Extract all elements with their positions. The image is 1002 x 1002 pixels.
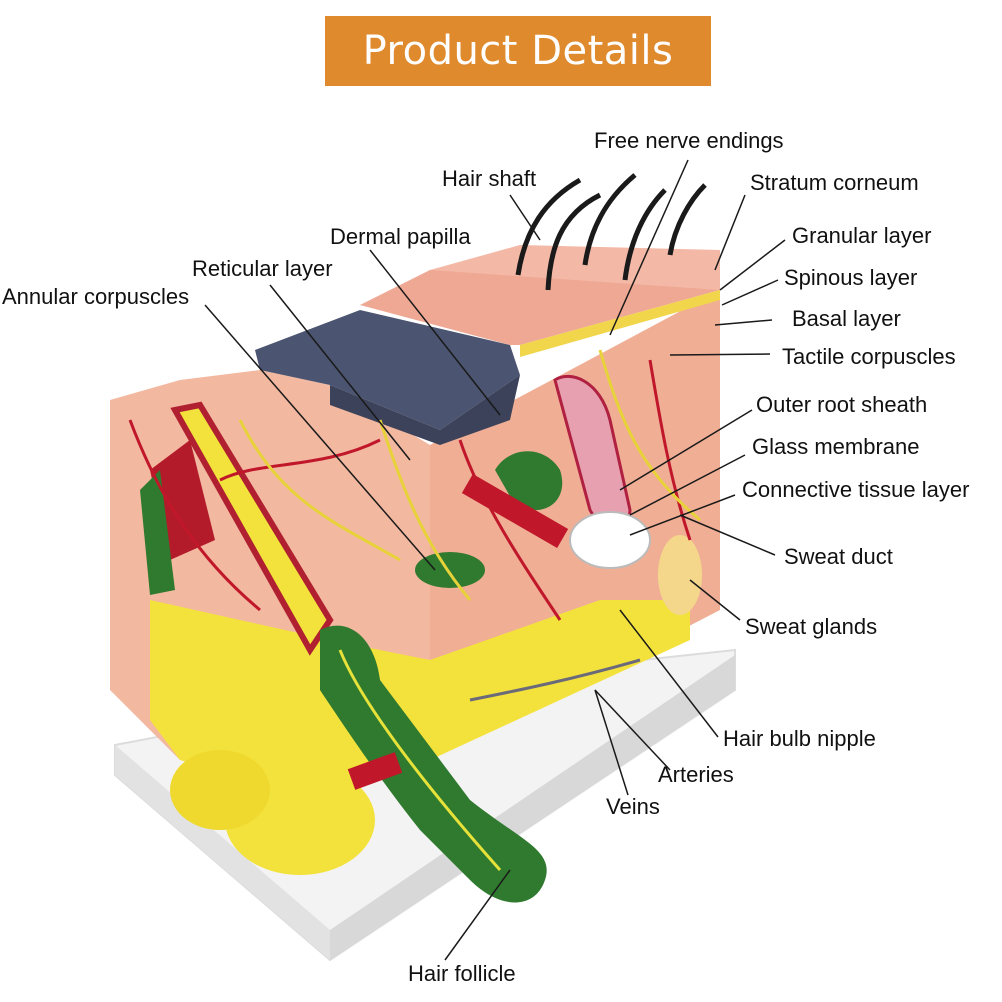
label-free-nerve-endings: Free nerve endings xyxy=(594,128,784,153)
leader-lines xyxy=(204,159,786,961)
label-granular-layer: Granular layer xyxy=(792,223,932,248)
label-connective-tissue-layer: Connective tissue layer xyxy=(742,477,970,502)
blood-vessels xyxy=(128,349,701,702)
label-dermal-papilla: Dermal papilla xyxy=(330,224,471,249)
inner-follicle xyxy=(415,374,702,615)
hair-follicle-model xyxy=(320,625,547,903)
banner-title: Product Details xyxy=(362,28,674,74)
label-sweat-glands: Sweat glands xyxy=(745,614,878,639)
product-details-banner: Product Details xyxy=(325,16,711,86)
label-tactile-corpuscles: Tactile corpuscles xyxy=(782,344,956,369)
label-hair-shaft: Hair shaft xyxy=(442,166,537,191)
label-stratum-corneum: Stratum corneum xyxy=(750,170,919,195)
label-annular-corpuscles: Annular corpuscles xyxy=(2,284,190,309)
hair-shafts xyxy=(515,173,707,291)
label-arteries: Arteries xyxy=(658,762,734,787)
left-follicle-section xyxy=(140,401,334,656)
label-spinous-layer: Spinous layer xyxy=(784,265,918,290)
label-hair-follicle: Hair follicle xyxy=(408,961,516,986)
label-glass-membrane: Glass membrane xyxy=(752,434,920,459)
label-basal-layer: Basal layer xyxy=(792,306,901,331)
label-sweat-duct: Sweat duct xyxy=(784,544,893,569)
label-hair-bulb-nipple: Hair bulb nipple xyxy=(723,726,876,751)
label-veins: Veins xyxy=(606,794,660,819)
label-outer-root-sheath: Outer root sheath xyxy=(756,392,928,417)
label-reticular-layer: Reticular layer xyxy=(192,256,333,281)
